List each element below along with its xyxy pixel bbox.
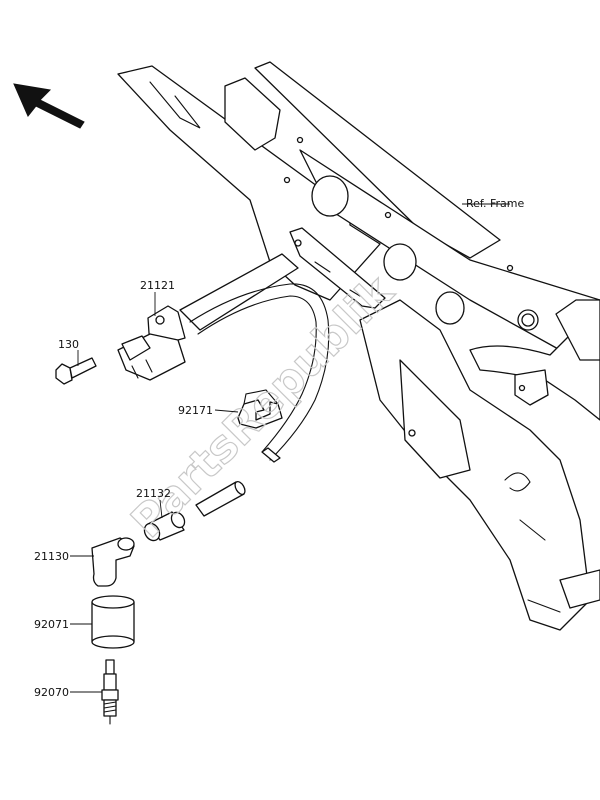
spark-plug-92070: [101, 659, 119, 725]
watermark: PartsRepublik: [122, 265, 405, 548]
label-21132: 21132: [136, 487, 171, 500]
label-92070: 92070: [34, 686, 69, 699]
label-21130: 21130: [34, 550, 69, 563]
rubber-tube-21132: [143, 480, 246, 542]
label-ref-frame: Ref. Frame: [466, 197, 524, 210]
callout-leaders: [70, 203, 510, 693]
plug-cap-21130: [91, 537, 135, 587]
label-21121: 21121: [140, 279, 175, 292]
label-130: 130: [58, 338, 79, 351]
cover-92071: [91, 595, 135, 649]
clamp-92171: [237, 389, 283, 429]
label-92171: 92171: [178, 404, 213, 417]
arrow-up-left-icon: [13, 83, 85, 129]
reference-frame: [117, 61, 600, 631]
ignition-lead: [189, 283, 330, 463]
label-92071: 92071: [34, 618, 69, 631]
bolt-130: [55, 357, 97, 385]
